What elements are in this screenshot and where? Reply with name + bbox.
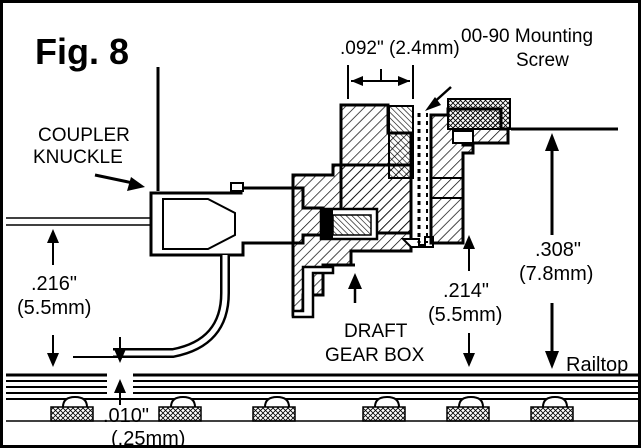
screw-label-line2: Screw [516, 50, 569, 71]
figure-title: Fig. 8 [35, 31, 129, 72]
tie [362, 395, 406, 422]
draft-gear-box [291, 103, 434, 319]
car-body [417, 98, 511, 245]
height-214-mm-label: (5.5mm) [428, 304, 502, 326]
draft-label-line1: DRAFT [344, 321, 408, 342]
coupler-arrow [94, 173, 145, 191]
tie [50, 395, 94, 422]
gap-dimension-label: .092" (2.4mm) [340, 38, 460, 59]
coupler-label-line1: COUPLER [38, 125, 130, 146]
gap-dimension [347, 65, 414, 99]
clearance-dimension [114, 337, 126, 405]
height-308-label: .308" [535, 239, 581, 261]
coupler-mounting-diagram: Fig. 8 [6, 26, 638, 448]
tie [252, 395, 296, 422]
draft-label-line2: GEAR BOX [325, 345, 425, 366]
screw-label-line1: 00-90 Mounting [461, 26, 593, 47]
height-216-dimension [47, 229, 115, 367]
height-216-mm-label: (5.5mm) [17, 297, 91, 319]
screw-arrow [425, 86, 452, 111]
railtop-label: Railtop [566, 354, 628, 376]
clearance-label: .010" [103, 405, 149, 427]
tie [530, 395, 574, 422]
height-308-mm-label: (7.8mm) [519, 263, 593, 285]
tie [446, 395, 490, 422]
height-214-dimension [463, 235, 475, 367]
track-ties [6, 395, 638, 422]
clearance-mm-label: (.25mm) [111, 428, 185, 448]
height-214-label: .214" [443, 280, 489, 302]
coupler-label-line2: KNUCKLE [33, 147, 123, 168]
draft-arrow [348, 273, 362, 303]
height-308-dimension [545, 133, 559, 369]
tie [158, 395, 202, 422]
trip-pin-curve-inner [113, 255, 228, 356]
track-rails [6, 373, 638, 400]
height-216-label: .216" [31, 273, 77, 295]
